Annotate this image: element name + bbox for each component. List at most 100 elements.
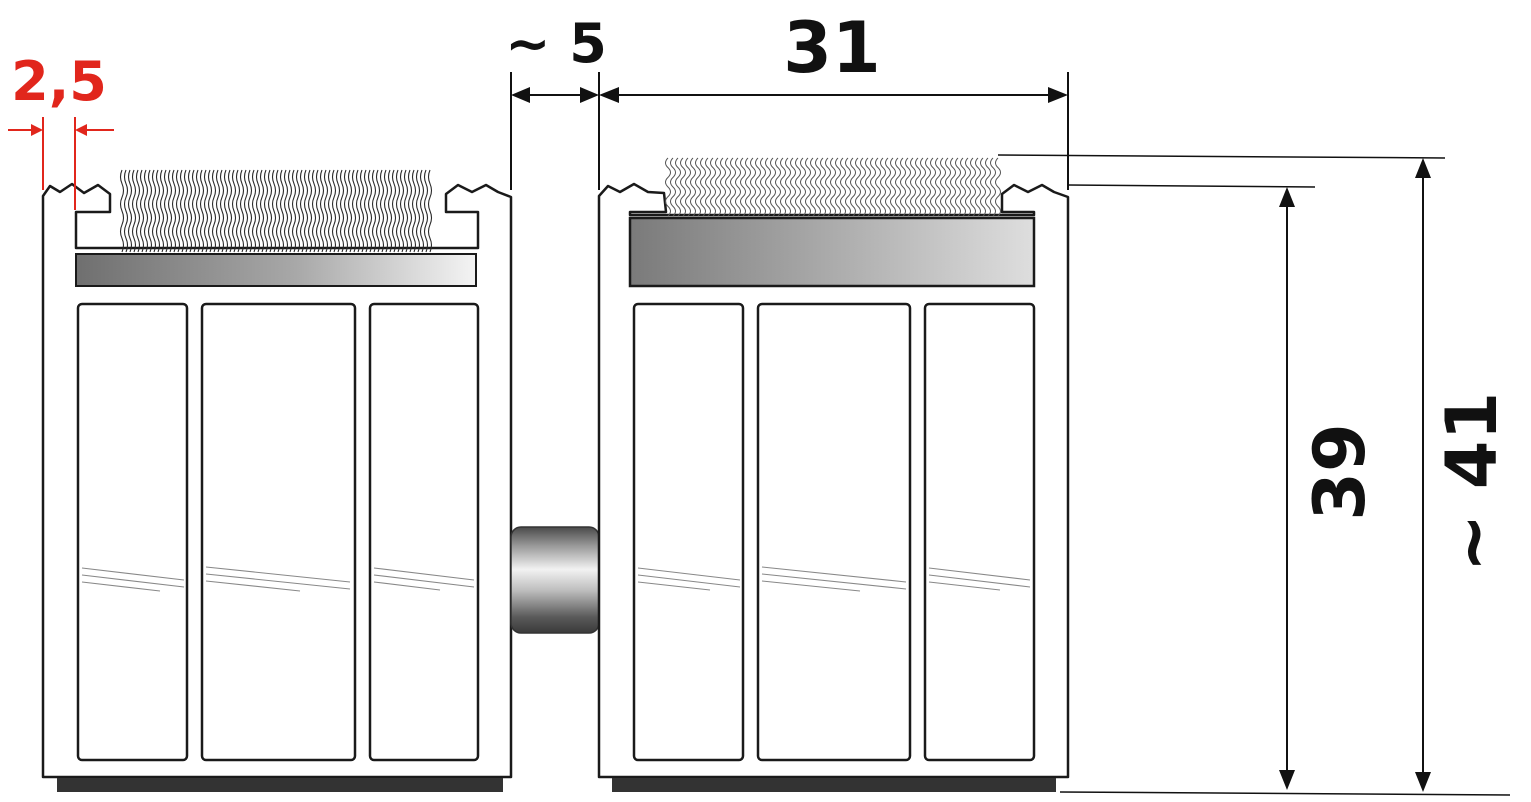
brush-fiber <box>199 169 205 253</box>
brush-fiber <box>735 157 741 217</box>
brush-fiber <box>775 157 781 217</box>
brush-fiber <box>347 169 353 253</box>
brush-fiber <box>700 157 706 217</box>
brush-fiber <box>331 169 337 253</box>
brush-fiber <box>387 169 393 253</box>
left-brush-insert <box>75 253 477 287</box>
brush-fiber <box>810 157 816 217</box>
total-arrowhead-top <box>1415 158 1431 178</box>
brush-fiber <box>740 157 746 217</box>
brush-fiber <box>163 169 169 253</box>
brush-fiber <box>960 157 966 217</box>
brush-fiber <box>175 169 181 253</box>
brush-fiber <box>223 169 229 253</box>
width-arrowhead-right <box>1048 87 1068 103</box>
dimension-profile-height-label: 39 <box>1299 423 1381 520</box>
brush-fiber <box>219 169 225 253</box>
brush-fiber <box>690 157 696 217</box>
brush-fiber <box>123 169 129 253</box>
total-arrowhead-bottom <box>1415 772 1431 792</box>
brush-fiber <box>291 169 297 253</box>
brush-fiber <box>371 169 377 253</box>
brush-fiber <box>303 169 309 253</box>
brush-fiber <box>391 169 397 253</box>
brush-fiber <box>139 169 145 253</box>
lip-arrowhead-left <box>31 124 43 136</box>
brush-fiber <box>695 157 701 217</box>
brush-fiber <box>750 157 756 217</box>
brush-fiber <box>227 169 233 253</box>
brush-fiber <box>419 169 425 253</box>
brush-fiber <box>279 169 285 253</box>
brush-fiber <box>685 157 691 217</box>
brush-fiber <box>860 157 866 217</box>
brush-fiber <box>239 169 245 253</box>
height-extension-top <box>1067 184 1316 188</box>
brush-fiber <box>905 157 911 217</box>
brush-fiber <box>890 157 896 217</box>
brush-fiber <box>171 169 177 253</box>
brush-fiber <box>915 157 921 217</box>
brush-fiber <box>235 169 241 253</box>
brush-fiber <box>307 169 313 253</box>
right-chamber-2 <box>756 302 912 762</box>
brush-fiber <box>825 157 831 217</box>
brush-fiber <box>875 157 881 217</box>
brush-fiber <box>267 169 273 253</box>
brush-fiber <box>271 169 277 253</box>
brush-fiber <box>895 157 901 217</box>
right-brush-fibers <box>665 157 1001 217</box>
brush-fiber <box>179 169 185 253</box>
brush-fiber <box>780 157 786 217</box>
left-brush-fibers <box>119 169 433 253</box>
right-foot-strip <box>612 778 1056 792</box>
brush-fiber <box>243 169 249 253</box>
brush-fiber <box>880 157 886 217</box>
brush-fiber <box>407 169 413 253</box>
brush-fiber <box>725 157 731 217</box>
brush-fiber <box>143 169 149 253</box>
gap-arrowhead-right <box>580 87 599 103</box>
right-glass-reflections <box>637 566 1031 592</box>
brush-fiber <box>355 169 361 253</box>
brush-fiber <box>950 157 956 217</box>
right-profile <box>597 157 1070 792</box>
brush-fiber <box>187 169 193 253</box>
brush-fiber <box>119 169 125 253</box>
brush-fiber <box>131 169 137 253</box>
brush-fiber <box>247 169 253 253</box>
brush-fiber <box>855 157 861 217</box>
brush-fiber <box>287 169 293 253</box>
brush-fiber <box>920 157 926 217</box>
brush-fiber <box>411 169 417 253</box>
brush-fiber <box>765 157 771 217</box>
dimension-gap <box>510 72 600 190</box>
brush-fiber <box>415 169 421 253</box>
brush-fiber <box>800 157 806 217</box>
brush-fiber <box>423 169 429 253</box>
dimension-profile-height <box>1067 184 1316 790</box>
brush-fiber <box>945 157 951 217</box>
brush-fiber <box>710 157 716 217</box>
brush-fiber <box>680 157 686 217</box>
brush-fiber <box>263 169 269 253</box>
brush-fiber <box>351 169 357 253</box>
left-profile <box>41 169 513 792</box>
brush-fiber <box>195 169 201 253</box>
brush-fiber <box>885 157 891 217</box>
brush-fiber <box>975 157 981 217</box>
brush-fiber <box>151 169 157 253</box>
brush-fiber <box>745 157 751 217</box>
brush-fiber <box>815 157 821 217</box>
dimension-total-height <box>997 154 1511 796</box>
brush-fiber <box>403 169 409 253</box>
brush-fiber <box>925 157 931 217</box>
brush-fiber <box>383 169 389 253</box>
brush-fiber <box>955 157 961 217</box>
brush-fiber <box>940 157 946 217</box>
brush-fiber <box>147 169 153 253</box>
brush-fiber <box>865 157 871 217</box>
brush-fiber <box>760 157 766 217</box>
brush-fiber <box>215 169 221 253</box>
dimension-profile-width <box>599 72 1069 190</box>
